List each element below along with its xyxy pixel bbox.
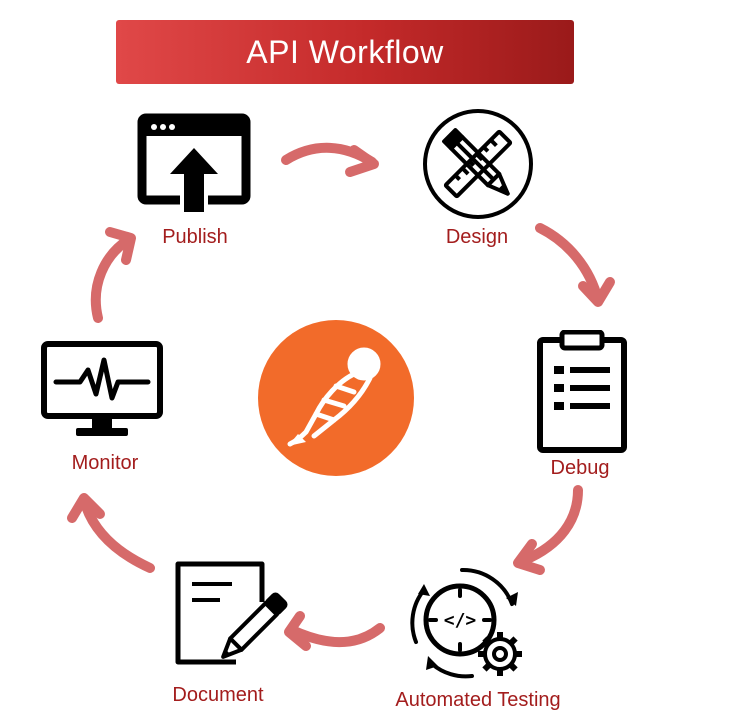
arrowhead-publish-design [345, 145, 379, 177]
arrowhead-monitor-publish [105, 227, 136, 265]
stage-label-automated-testing: Automated Testing [395, 689, 561, 711]
stage-label-publish: Publish [162, 226, 228, 248]
browser-upload-icon [136, 112, 252, 216]
pencil-ruler-icon [420, 106, 536, 222]
code-gear-cycle-icon: </> [402, 562, 532, 686]
svg-text:</>: </> [444, 610, 477, 631]
stage-label-document: Document [172, 684, 264, 706]
arrow-testing-document [287, 623, 385, 648]
stage-label-design: Design [445, 226, 509, 248]
arrowhead-testing-document [284, 611, 311, 651]
arrow-document-monitor [79, 495, 155, 573]
monitor-pulse-icon [40, 340, 164, 442]
arrow-debug-testing [520, 485, 583, 565]
arrowhead-document-monitor [67, 493, 105, 523]
clipboard-list-icon [536, 330, 628, 454]
stage-label-monitor: Monitor [71, 452, 139, 474]
document-pen-icon [172, 558, 288, 678]
arrowhead-design-debug [578, 277, 615, 307]
arrowhead-debug-testing [513, 539, 545, 575]
postman-logo [258, 320, 414, 476]
arrow-design-debug [535, 223, 603, 305]
diagram-title: API Workflow [246, 33, 444, 70]
arrow-monitor-publish [90, 235, 133, 323]
title-banner: API Workflow [116, 20, 574, 84]
stage-label-debug: Debug [550, 457, 610, 479]
